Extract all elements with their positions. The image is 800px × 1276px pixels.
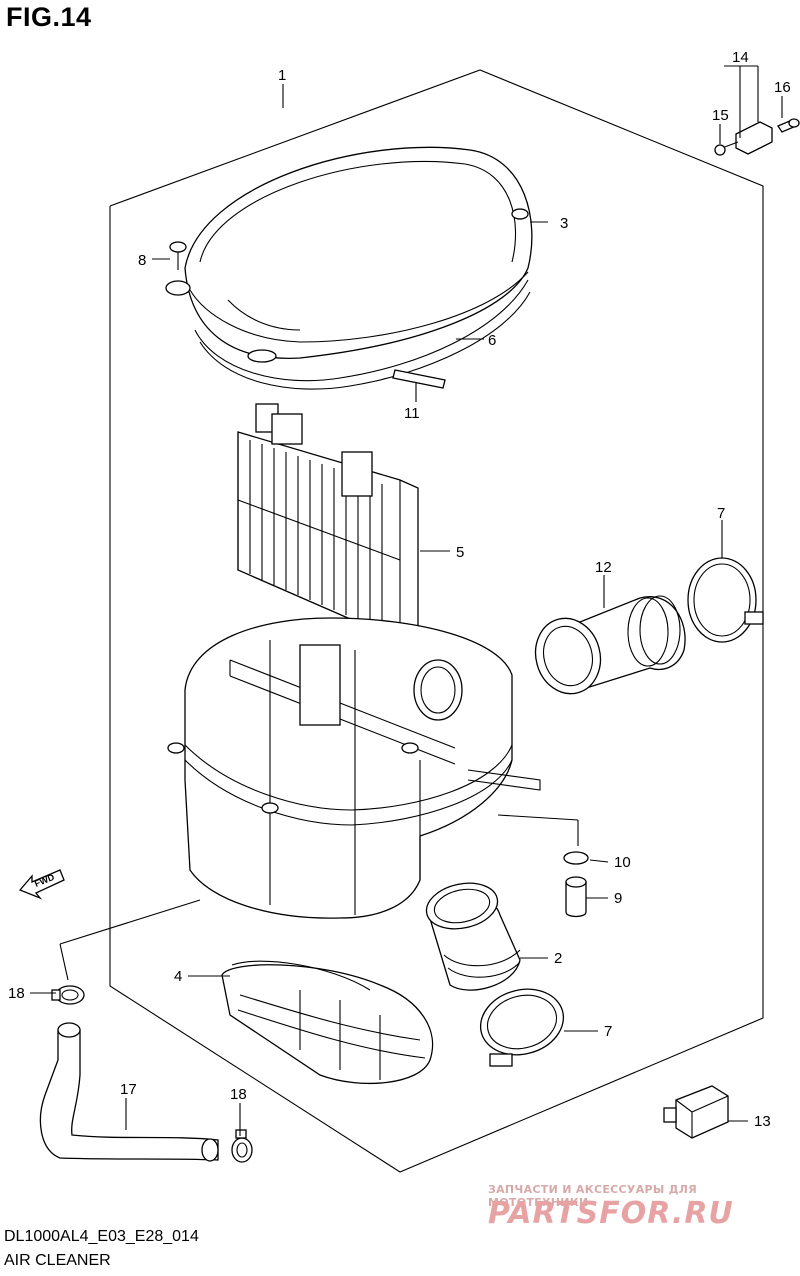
part-10-o-ring[interactable]: [563, 851, 589, 865]
part-5-filter-element[interactable]: [237, 403, 419, 641]
callout-11: 11: [404, 405, 420, 422]
callout-16: 16: [774, 79, 791, 96]
callout-numbers: 1 3 8 6 11 5 7 12 14 15 16 10 9 2 7 4 18…: [8, 49, 791, 1130]
part-17-drain-hose[interactable]: [39, 1022, 219, 1162]
callout-9: 9: [614, 890, 622, 907]
callout-13: 13: [754, 1113, 771, 1130]
part-12-intake-duct[interactable]: [527, 595, 686, 701]
callout-8: 8: [138, 252, 146, 269]
figure-title: FIG.14: [6, 2, 92, 32]
part-7-clamp-lower[interactable]: [473, 980, 571, 1067]
callout-5: 5: [456, 544, 464, 561]
callout-7-upper: 7: [717, 505, 725, 522]
callout-1: 1: [278, 67, 286, 84]
leader-lines: [30, 65, 783, 1136]
watermark-brand: PARTSFOR.RU: [488, 1196, 734, 1231]
part-3-cover[interactable]: [165, 146, 533, 363]
part-13-connector[interactable]: [663, 1085, 729, 1139]
part-11-strip[interactable]: [392, 369, 446, 389]
part-9-drain-cap[interactable]: [565, 876, 587, 918]
part-4-lower-duct[interactable]: [221, 960, 434, 1084]
part-14-sensor[interactable]: [721, 121, 773, 155]
part-16-screw[interactable]: [777, 118, 800, 133]
part-7-clamp-upper[interactable]: [687, 557, 764, 643]
part-6-gasket[interactable]: [194, 279, 529, 382]
assembly-boundary: [109, 69, 764, 1173]
part-8-screw[interactable]: [169, 241, 187, 270]
part-2-boot[interactable]: [422, 877, 521, 991]
callout-7-lower: 7: [604, 1023, 612, 1040]
callout-10: 10: [614, 854, 631, 871]
fwd-arrow: FWD: [18, 869, 65, 900]
diagram-caption: AIR CLEANER: [4, 1252, 111, 1269]
part-1-case[interactable]: [167, 617, 541, 919]
callout-14: 14: [732, 49, 749, 66]
callout-3: 3: [560, 215, 568, 232]
callout-18-lower: 18: [230, 1086, 247, 1103]
part-18-hose-clamp-upper[interactable]: [51, 985, 85, 1005]
callout-17: 17: [120, 1081, 137, 1098]
part-15-washer[interactable]: [714, 144, 726, 156]
callout-6: 6: [488, 332, 496, 349]
callout-12: 12: [595, 559, 612, 576]
part-18-hose-clamp-lower[interactable]: [231, 1129, 253, 1163]
watermark-tagline: ЗАПЧАСТИ И АКСЕССУАРЫ ДЛЯ МОТОТЕХНИКИ: [488, 1183, 698, 1209]
callout-15: 15: [712, 107, 729, 124]
callout-18-upper: 18: [8, 985, 25, 1002]
model-code: DL1000AL4_E03_E28_014: [4, 1228, 199, 1245]
callout-4: 4: [174, 968, 182, 985]
callout-2: 2: [554, 950, 562, 967]
